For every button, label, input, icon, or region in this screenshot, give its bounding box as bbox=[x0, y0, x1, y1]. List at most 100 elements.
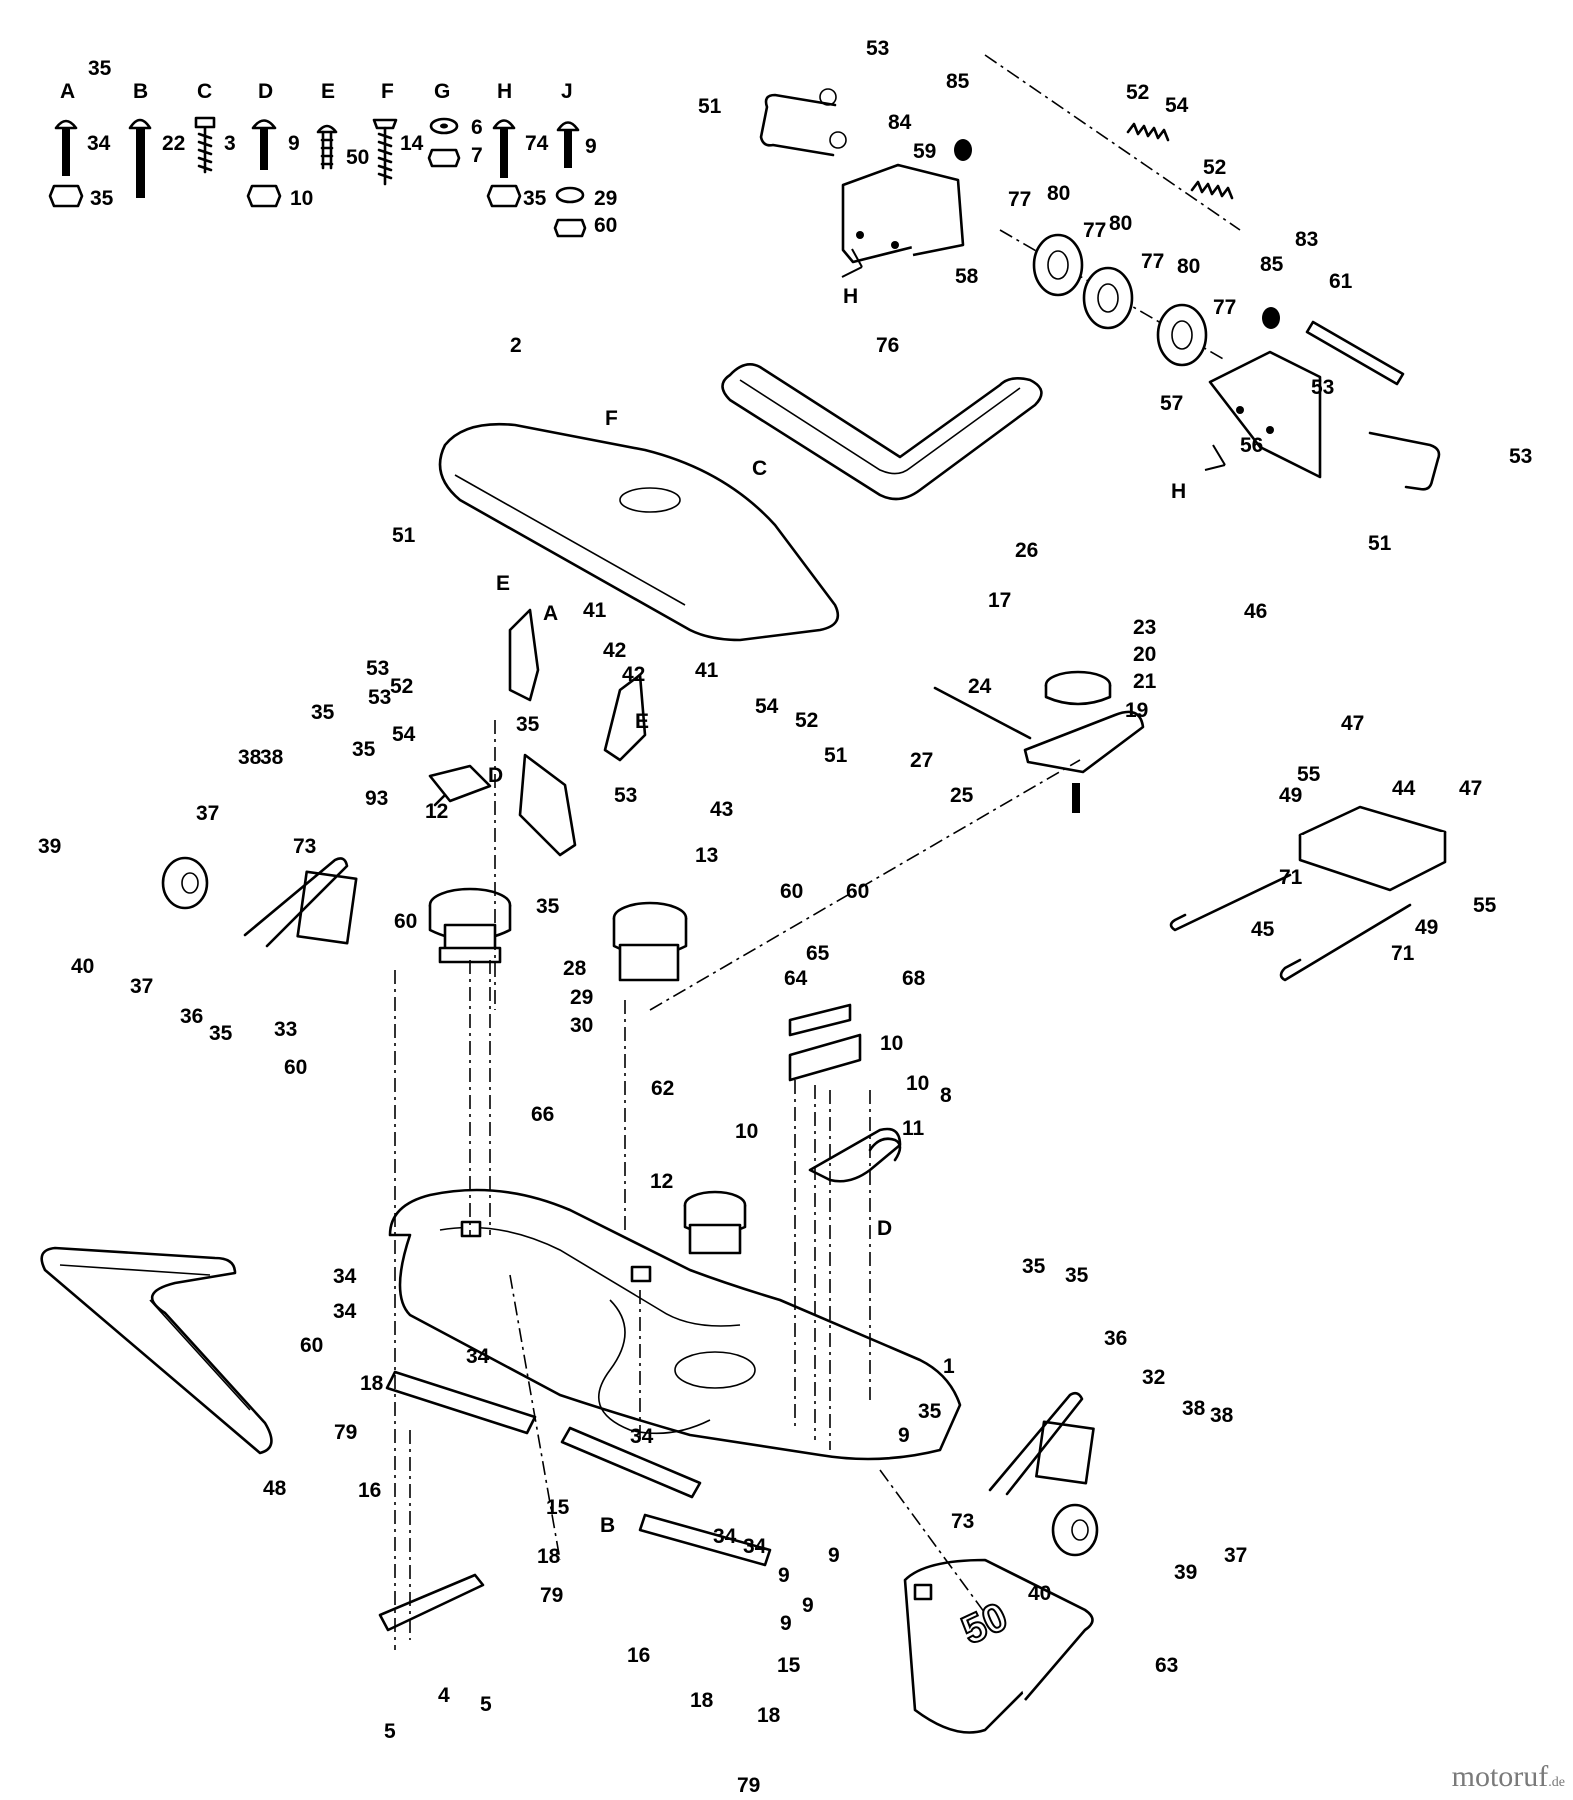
callout: 51 bbox=[392, 524, 416, 547]
callout: 59 bbox=[913, 140, 936, 163]
callout: 77 bbox=[1083, 219, 1106, 242]
callout: 5 bbox=[384, 1720, 396, 1743]
callout: 37 bbox=[130, 975, 153, 998]
callout: 24 bbox=[968, 675, 992, 698]
spindle-pulley-13 bbox=[612, 901, 688, 982]
callout: 55 bbox=[1297, 763, 1321, 786]
callout: 60 bbox=[846, 880, 869, 903]
callout: 18 bbox=[757, 1704, 781, 1727]
callout: 79 bbox=[737, 1774, 760, 1797]
callout: 54 bbox=[392, 723, 416, 746]
watermark-domain: .de bbox=[1548, 1775, 1565, 1790]
callout: 56 bbox=[1240, 434, 1263, 457]
callout: 83 bbox=[1295, 228, 1318, 251]
callout: 44 bbox=[1392, 777, 1416, 800]
callout: 54 bbox=[1165, 94, 1189, 117]
mower-deck-1 bbox=[388, 1188, 962, 1461]
callout: 80 bbox=[1047, 182, 1070, 205]
callout: 68 bbox=[902, 967, 926, 990]
callout: 11 bbox=[902, 1117, 925, 1140]
ref-letter: H bbox=[1171, 480, 1186, 503]
baffle-4 bbox=[378, 1573, 485, 1632]
callout: 80 bbox=[1109, 212, 1132, 235]
callout: 38 bbox=[260, 746, 284, 769]
key-h-part-1: 74 bbox=[525, 132, 549, 155]
callout: 9 bbox=[828, 1544, 840, 1567]
spindle-pulley-12-lower bbox=[683, 1190, 747, 1255]
callout: 76 bbox=[876, 334, 899, 357]
callout: 18 bbox=[690, 1689, 714, 1712]
callout: 60 bbox=[284, 1056, 307, 1079]
callout: 15 bbox=[546, 1496, 570, 1519]
key-letter-a: A bbox=[60, 80, 75, 103]
ref-letter: C bbox=[752, 457, 767, 480]
callout: 64 bbox=[784, 967, 808, 990]
callout: 35 bbox=[536, 895, 560, 918]
carriage-bolt-a: A 34 35 bbox=[48, 80, 114, 210]
watermark: motoruf.de bbox=[1452, 1760, 1565, 1794]
callout: 21 bbox=[1133, 670, 1157, 693]
anti-scalp-bracket-33 bbox=[243, 857, 358, 948]
drive-belt-48 bbox=[40, 1246, 273, 1455]
callout: 16 bbox=[358, 1479, 381, 1502]
callout: 38 bbox=[238, 746, 262, 769]
callout: 57 bbox=[1160, 392, 1183, 415]
key-j-part-3: 60 bbox=[594, 214, 617, 237]
ref-letter: D bbox=[488, 764, 503, 787]
key-letter-b: B bbox=[133, 80, 148, 103]
screw-c: C 3 bbox=[194, 80, 236, 174]
callout: 66 bbox=[531, 1103, 554, 1126]
callout: 10 bbox=[906, 1072, 929, 1095]
blade-15-center bbox=[560, 1426, 702, 1499]
washer-nut-g: G 6 7 bbox=[427, 80, 483, 168]
callout: 20 bbox=[1133, 643, 1156, 666]
callout: 2 bbox=[510, 334, 522, 357]
callout: 35 bbox=[88, 57, 112, 80]
callout: 79 bbox=[540, 1584, 563, 1607]
carriage-bolt-h: H 74 35 bbox=[486, 80, 549, 210]
callout: 60 bbox=[300, 1334, 323, 1357]
key-g-part-1: 6 bbox=[471, 116, 483, 139]
callout: 37 bbox=[196, 802, 219, 825]
callout: 19 bbox=[1125, 699, 1148, 722]
callout: 61 bbox=[1329, 270, 1353, 293]
callout: 71 bbox=[1391, 942, 1415, 965]
watermark-brand: motoruf bbox=[1451, 1760, 1549, 1793]
discharge-chute-63 bbox=[903, 1558, 1094, 1734]
callout: 16 bbox=[627, 1644, 650, 1667]
callout: 35 bbox=[1065, 1264, 1089, 1287]
callout-labels: 1 2 4 5 5 8 9 9 9 9 9 10 10 10 11 12 12 … bbox=[38, 37, 1532, 1797]
callout: 18 bbox=[360, 1372, 384, 1395]
bolt-j: J 9 29 60 bbox=[553, 80, 617, 238]
idler-pulley-1 bbox=[1032, 233, 1084, 297]
lift-bracket-44 bbox=[1169, 805, 1447, 982]
idler-assembly bbox=[759, 54, 1441, 491]
callout: 77 bbox=[1213, 296, 1236, 319]
key-letter-j: J bbox=[561, 80, 573, 103]
callout: 34 bbox=[333, 1300, 357, 1323]
key-letter-h: H bbox=[497, 80, 512, 103]
key-letter-c: C bbox=[197, 80, 212, 103]
ref-letter: E bbox=[635, 710, 649, 733]
callout: 48 bbox=[263, 1477, 287, 1500]
callout: 49 bbox=[1279, 784, 1302, 807]
callout: 10 bbox=[880, 1032, 903, 1055]
callout: 13 bbox=[695, 844, 718, 867]
callout: 4 bbox=[438, 1684, 450, 1707]
gauge-wheel-40-left bbox=[161, 856, 209, 910]
bracket-65 bbox=[788, 1003, 862, 1082]
belt-cover-2 bbox=[438, 422, 840, 642]
ref-letter: E bbox=[496, 572, 510, 595]
callout: 47 bbox=[1459, 777, 1482, 800]
callout: 84 bbox=[888, 111, 912, 134]
callout: 42 bbox=[603, 639, 626, 662]
key-letter-e: E bbox=[321, 80, 335, 103]
callout: 1 bbox=[943, 1355, 955, 1378]
callout: 53 bbox=[1509, 445, 1532, 468]
ref-letter: F bbox=[605, 407, 618, 430]
key-letter-f: F bbox=[381, 80, 394, 103]
callout: 15 bbox=[777, 1654, 801, 1677]
callout: 53 bbox=[366, 657, 389, 680]
callout: 36 bbox=[180, 1005, 203, 1028]
callout: 54 bbox=[755, 695, 779, 718]
